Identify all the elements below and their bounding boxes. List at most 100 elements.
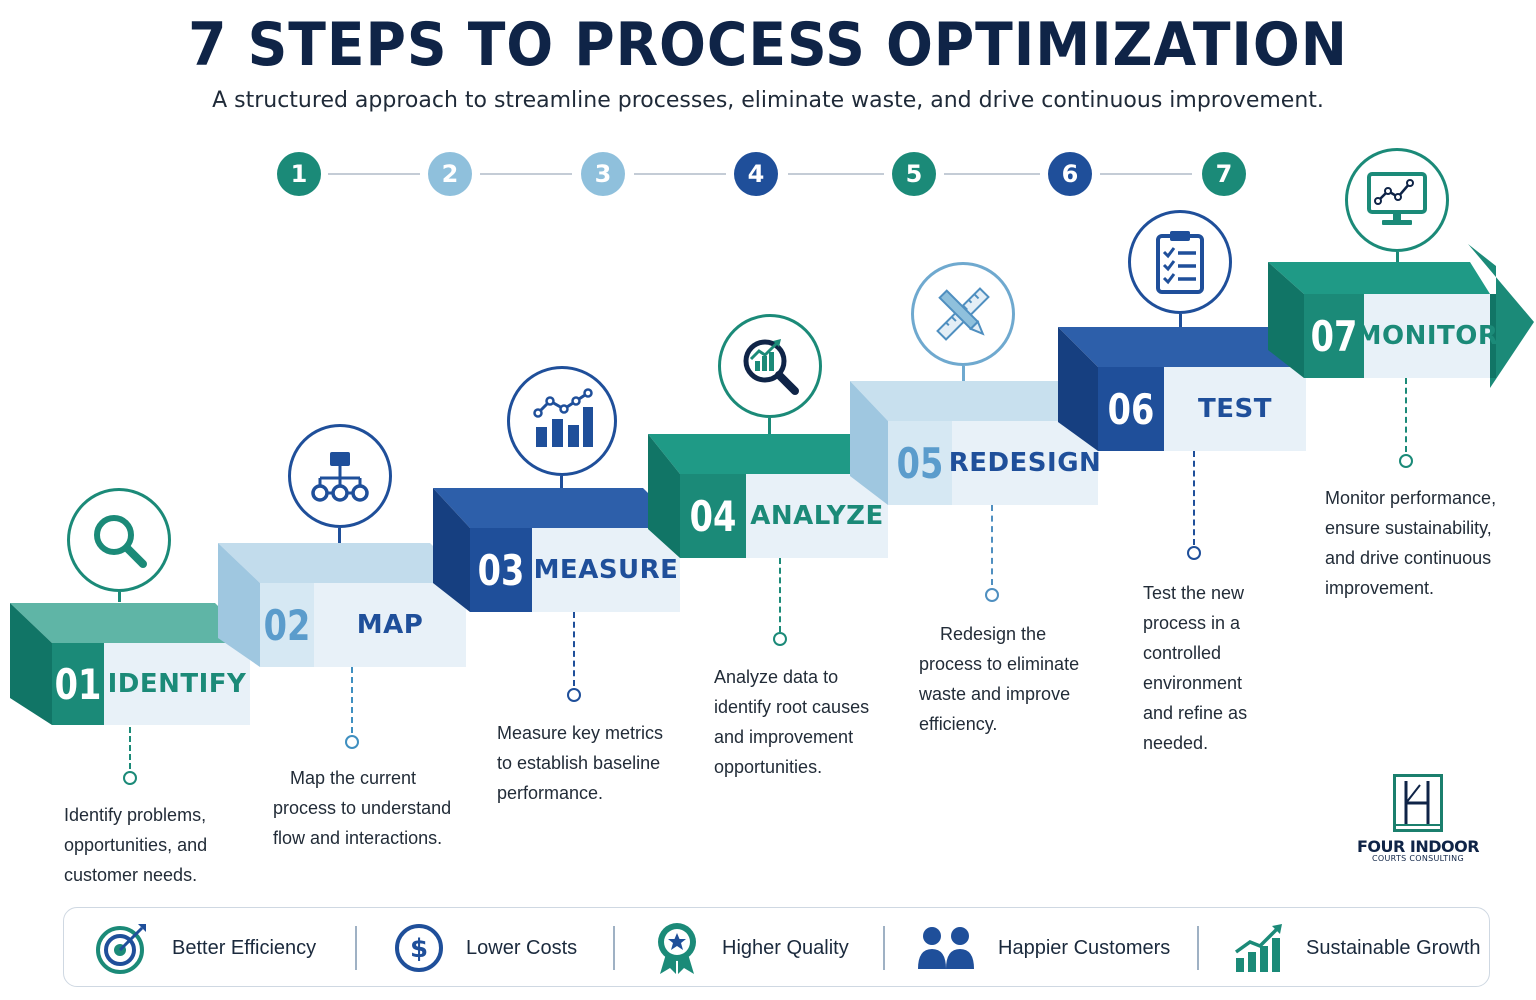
connector-dot bbox=[123, 771, 137, 785]
dashed-connector bbox=[991, 505, 993, 585]
step-number: 03 bbox=[477, 545, 525, 595]
step-number-circle: 3 bbox=[581, 152, 625, 196]
connector-dot bbox=[1399, 454, 1413, 468]
divider bbox=[355, 926, 357, 970]
step-number: 06 bbox=[1107, 384, 1155, 434]
company-logo: FOUR INDOOR COURTS CONSULTING bbox=[1340, 774, 1496, 863]
benefit-item: Happier Customers bbox=[916, 908, 1170, 988]
step-block-shape bbox=[850, 381, 1100, 505]
step-number-circle: 6 bbox=[1048, 152, 1092, 196]
step-number: 01 bbox=[54, 659, 102, 709]
step-number-circle: 1 bbox=[277, 152, 321, 196]
connector-dot bbox=[345, 735, 359, 749]
step-number-circle: 7 bbox=[1202, 152, 1246, 196]
step-label: ANALYZE bbox=[746, 474, 888, 558]
dashed-connector bbox=[1405, 378, 1407, 452]
dashed-connector bbox=[779, 558, 781, 632]
benefit-label: Lower Costs bbox=[466, 936, 578, 959]
step-number: 02 bbox=[263, 600, 311, 650]
ruler-pencil-icon bbox=[911, 262, 1015, 366]
step-label: IDENTIFY bbox=[104, 643, 250, 725]
icon-stem bbox=[118, 592, 121, 602]
dashed-connector bbox=[573, 612, 575, 686]
logo-subtitle: COURTS CONSULTING bbox=[1372, 854, 1464, 863]
logo-mark bbox=[1393, 774, 1443, 832]
step-block-shape bbox=[218, 543, 470, 667]
step-test: 06 TEST bbox=[1058, 327, 1308, 452]
connector-line bbox=[480, 173, 572, 175]
step-block-shape bbox=[10, 603, 255, 725]
quality-badge-icon bbox=[658, 923, 696, 974]
step-number: 04 bbox=[689, 491, 737, 541]
connector-line bbox=[634, 173, 726, 175]
benefit-item: Higher Quality bbox=[654, 908, 849, 988]
dashed-connector bbox=[351, 667, 353, 733]
connector-dot bbox=[773, 632, 787, 646]
step-identify: 01 IDENTIFY bbox=[10, 603, 255, 728]
step-block-shape bbox=[1268, 244, 1534, 388]
connector-line bbox=[328, 173, 420, 175]
benefits-bar: Better Efficiency $ Lower Costs Higher Q… bbox=[63, 907, 1490, 987]
icon-stem bbox=[1179, 314, 1182, 327]
step-number-circle: 2 bbox=[428, 152, 472, 196]
step-number-circle: 4 bbox=[734, 152, 778, 196]
benefit-label: Higher Quality bbox=[722, 936, 849, 959]
benefit-item: Sustainable Growth bbox=[1232, 908, 1481, 988]
step-block-shape bbox=[648, 434, 890, 558]
step-label: MAP bbox=[314, 583, 466, 667]
step-description: Monitor performance,ensure sustainabilit… bbox=[1325, 488, 1497, 598]
page-title: 7 STEPS TO PROCESS OPTIMIZATION bbox=[188, 10, 1348, 80]
benefit-item: $ Lower Costs bbox=[394, 908, 577, 988]
icon-stem bbox=[560, 476, 563, 488]
bar-chart-icon bbox=[507, 366, 617, 476]
step-number: 07 bbox=[1310, 311, 1358, 361]
step-measure: 03 MEASURE bbox=[433, 488, 683, 613]
divider bbox=[1197, 926, 1199, 970]
dashed-connector bbox=[1193, 451, 1195, 545]
clipboard-checklist-icon bbox=[1128, 210, 1232, 314]
monitor-chart-icon bbox=[1345, 148, 1449, 252]
step-analyze: 04 ANALYZE bbox=[648, 434, 890, 559]
benefit-label: Happier Customers bbox=[998, 936, 1171, 959]
step-label: TEST bbox=[1164, 367, 1306, 451]
analysis-magnifier-icon bbox=[718, 314, 822, 418]
dashed-connector bbox=[129, 727, 131, 769]
flowchart-icon bbox=[288, 424, 392, 528]
benefit-label: Better Efficiency bbox=[172, 936, 317, 959]
step-label: MONITOR bbox=[1356, 294, 1498, 378]
icon-stem bbox=[1396, 252, 1399, 262]
benefit-item: Better Efficiency bbox=[94, 908, 316, 988]
svg-text:$: $ bbox=[410, 934, 428, 964]
icon-stem bbox=[338, 528, 341, 543]
connector-dot bbox=[567, 688, 581, 702]
step-label: REDESIGN bbox=[949, 421, 1101, 505]
connector-line bbox=[1100, 173, 1192, 175]
divider bbox=[883, 926, 885, 970]
icon-stem bbox=[962, 366, 965, 381]
step-number-circle: 5 bbox=[892, 152, 936, 196]
step-map: 02 MAP bbox=[218, 543, 470, 668]
step-block-shape bbox=[433, 488, 683, 612]
step-block-shape bbox=[1058, 327, 1308, 451]
page-subtitle: A structured approach to streamline proc… bbox=[212, 88, 1324, 113]
icon-stem bbox=[768, 418, 771, 434]
logo-name: FOUR INDOOR bbox=[1356, 837, 1480, 856]
target-icon bbox=[96, 924, 146, 974]
step-label: MEASURE bbox=[532, 528, 680, 612]
divider bbox=[613, 926, 615, 970]
step-redesign: 05 REDESIGN bbox=[850, 381, 1101, 506]
connector-line bbox=[788, 173, 884, 175]
connector-line bbox=[944, 173, 1040, 175]
benefit-label: Sustainable Growth bbox=[1306, 936, 1481, 959]
magnifier-icon bbox=[67, 488, 171, 592]
step-monitor: 07 MONITOR bbox=[1268, 240, 1534, 390]
step-number: 05 bbox=[896, 438, 944, 488]
growth-chart-icon bbox=[1234, 924, 1282, 972]
dollar-icon: $ bbox=[395, 924, 443, 972]
connector-dot bbox=[985, 588, 999, 602]
